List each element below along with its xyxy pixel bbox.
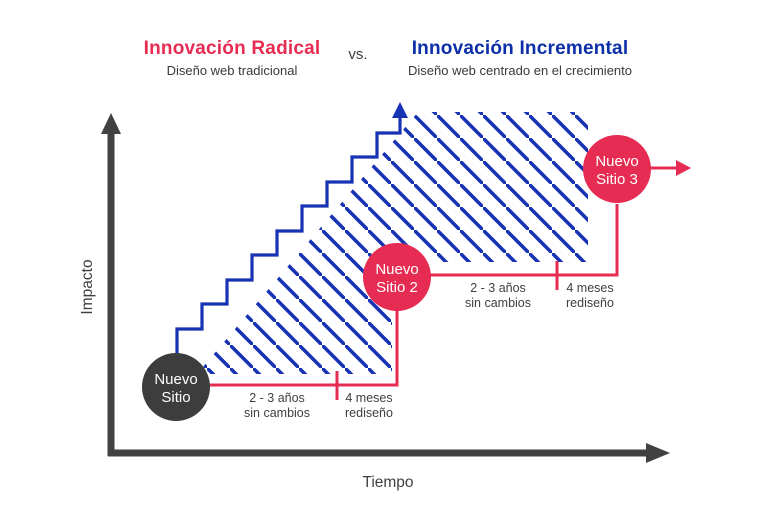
x-axis <box>108 443 670 463</box>
cycle1-redesign-duration: 4 meses <box>345 391 392 405</box>
x-axis-label: Tiempo <box>362 474 413 491</box>
radical-step-path <box>210 160 691 400</box>
cycle1-wait-duration: 2 - 3 años <box>249 391 305 405</box>
node2-label-line2: Sitio 2 <box>376 279 418 296</box>
y-axis <box>101 113 121 456</box>
cycle2-redesign-caption: rediseño <box>566 296 614 310</box>
y-axis-arrow-icon <box>101 113 121 134</box>
header-radical: Innovación Radical Diseño web tradiciona… <box>104 38 360 78</box>
node1-label-line2: Sitio <box>161 389 190 406</box>
incremental-subtitle: Diseño web centrado en el crecimiento <box>407 63 632 78</box>
vs-label: vs. <box>348 46 368 63</box>
incremental-title: Innovación Incremental <box>411 38 629 59</box>
node-nuevo-sitio-2: Nuevo Sitio 2 <box>363 243 431 311</box>
cycle1-redesign-caption: rediseño <box>345 406 393 420</box>
node-nuevo-sitio: Nuevo Sitio <box>142 353 210 421</box>
cycle1-wait-caption: sin cambios <box>244 406 310 420</box>
cycle2-redesign-duration: 4 meses <box>566 281 613 295</box>
x-axis-arrow-icon <box>646 443 670 463</box>
radical-subtitle: Diseño web tradicional <box>166 63 298 78</box>
node2-label-line1: Nuevo <box>375 261 418 278</box>
radical-title: Innovación Radical <box>143 38 321 59</box>
staircase-arrow-icon <box>392 102 408 118</box>
node1-label-line1: Nuevo <box>154 371 197 388</box>
hatched-gap-area <box>197 112 588 374</box>
node-nuevo-sitio-3: Nuevo Sitio 3 <box>583 135 651 203</box>
incremental-staircase <box>175 102 408 355</box>
cycle1-annotations: 2 - 3 años sin cambios 4 meses rediseño <box>244 391 393 420</box>
header-incremental: Innovación Incremental Diseño web centra… <box>372 38 668 78</box>
node3-label-line1: Nuevo <box>595 153 638 170</box>
y-axis-label: Impacto <box>79 259 96 314</box>
cycle2-wait-caption: sin cambios <box>465 296 531 310</box>
cycle2-annotations: 2 - 3 años sin cambios 4 meses rediseño <box>465 281 614 310</box>
cycle2-wait-duration: 2 - 3 años <box>470 281 526 295</box>
radical-arrow-icon <box>676 160 691 176</box>
node3-label-line2: Sitio 3 <box>596 171 638 188</box>
